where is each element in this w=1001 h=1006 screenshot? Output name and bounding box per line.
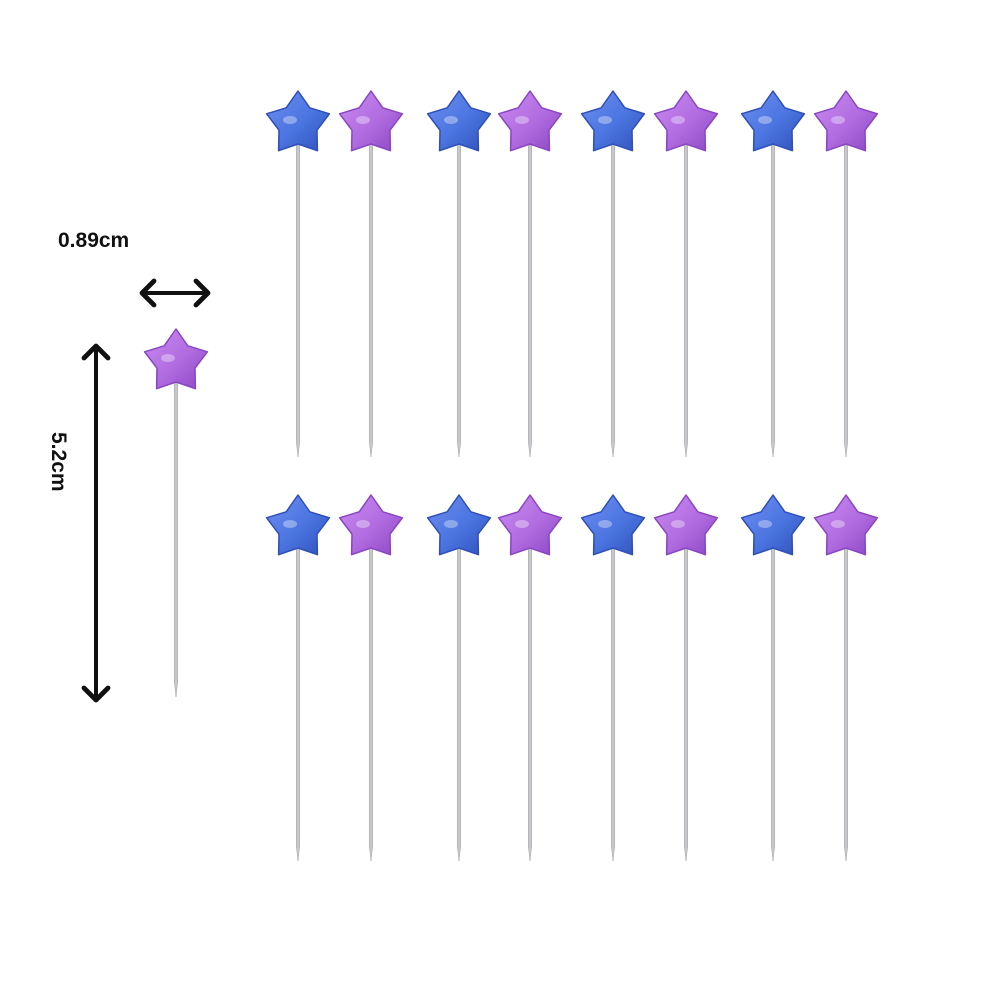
head-highlight xyxy=(598,116,612,124)
pin-shaft xyxy=(771,133,775,458)
head-highlight xyxy=(671,520,685,528)
pin-shaft xyxy=(369,133,373,458)
head-width-label: 0.89cm xyxy=(58,229,130,252)
head-highlight xyxy=(356,520,370,528)
blue-star-head xyxy=(740,90,806,152)
pin-row2-4 xyxy=(497,494,563,862)
pin-shaft xyxy=(174,371,178,698)
pin-shaft xyxy=(296,537,300,862)
pin-row2-8 xyxy=(813,494,879,862)
blue-star-head xyxy=(580,90,646,152)
pin-shaft xyxy=(611,133,615,458)
pin-shaft xyxy=(296,133,300,458)
head-highlight xyxy=(831,520,845,528)
pin-row1-2 xyxy=(338,90,404,458)
pin-shaft xyxy=(611,537,615,862)
head-highlight xyxy=(283,520,297,528)
pin-shaft xyxy=(457,537,461,862)
pin-shaft xyxy=(771,537,775,862)
head-highlight xyxy=(515,520,529,528)
head-highlight xyxy=(161,354,175,362)
head-highlight xyxy=(515,116,529,124)
blue-star-head xyxy=(265,494,331,556)
pin-length-label: 5.2cm xyxy=(47,432,70,492)
pin-row1-4 xyxy=(497,90,563,458)
purple-star-head xyxy=(653,90,719,152)
sample-pin xyxy=(143,328,209,698)
pin-row1-8 xyxy=(813,90,879,458)
pin-shaft xyxy=(528,133,532,458)
purple-star-head xyxy=(813,90,879,152)
blue-star-head xyxy=(426,90,492,152)
purple-star-head xyxy=(338,494,404,556)
pin-shaft xyxy=(684,133,688,458)
pin-row1-6 xyxy=(653,90,719,458)
pin-row2-6 xyxy=(653,494,719,862)
pin-shaft xyxy=(369,537,373,862)
head-highlight xyxy=(671,116,685,124)
purple-star-head xyxy=(143,328,209,390)
head-highlight xyxy=(831,116,845,124)
purple-star-head xyxy=(813,494,879,556)
purple-star-head xyxy=(497,90,563,152)
pin-row2-5 xyxy=(580,494,646,862)
head-highlight xyxy=(444,116,458,124)
pins-layer xyxy=(143,90,879,862)
pin-row2-2 xyxy=(338,494,404,862)
pin-row2-7 xyxy=(740,494,806,862)
purple-star-head xyxy=(497,494,563,556)
blue-star-head xyxy=(426,494,492,556)
pin-row1-1 xyxy=(265,90,331,458)
pin-shaft xyxy=(844,537,848,862)
purple-star-head xyxy=(653,494,719,556)
pin-row1-5 xyxy=(580,90,646,458)
blue-star-head xyxy=(265,90,331,152)
pin-row1-3 xyxy=(426,90,492,458)
head-highlight xyxy=(598,520,612,528)
head-highlight xyxy=(283,116,297,124)
head-highlight xyxy=(758,520,772,528)
pin-row2-1 xyxy=(265,494,331,862)
pin-shaft xyxy=(457,133,461,458)
blue-star-head xyxy=(740,494,806,556)
blue-star-head xyxy=(580,494,646,556)
head-highlight xyxy=(444,520,458,528)
pin-shaft xyxy=(844,133,848,458)
head-highlight xyxy=(356,116,370,124)
pin-row1-7 xyxy=(740,90,806,458)
purple-star-head xyxy=(338,90,404,152)
head-highlight xyxy=(758,116,772,124)
pin-row2-3 xyxy=(426,494,492,862)
pin-shaft xyxy=(684,537,688,862)
pin-shaft xyxy=(528,537,532,862)
